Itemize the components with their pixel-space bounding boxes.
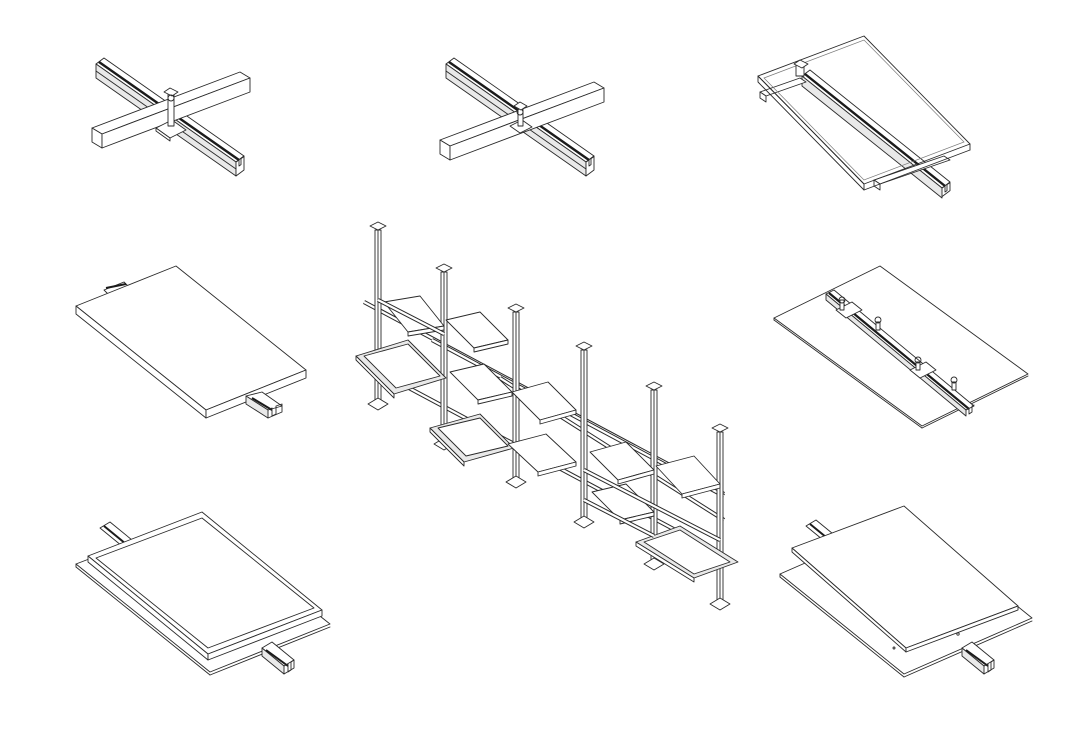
post-4 [573, 341, 595, 529]
post-6 [709, 423, 731, 611]
strut-channel-front [245, 391, 283, 419]
beam-stubs [759, 77, 951, 191]
front-channels [377, 298, 721, 542]
tray-1 [355, 339, 447, 399]
double-panel-on-channel-detail [779, 505, 1033, 678]
clamp-bolt [509, 101, 533, 134]
glass-panel [757, 35, 971, 191]
post-5 [643, 381, 665, 571]
tray-frame [87, 511, 323, 661]
strut-channel [801, 69, 951, 199]
shelf-6 [589, 441, 655, 485]
glass-panel-on-channel-detail [757, 35, 971, 199]
shelf-5 [507, 433, 577, 477]
shelf-3 [449, 363, 513, 405]
channel-brackets [835, 301, 937, 379]
base-panel [773, 265, 1029, 429]
strut-channel-front [961, 641, 995, 675]
solid-shelf-on-channel-detail [75, 265, 307, 419]
shelf-2 [445, 311, 509, 353]
tray-2 [429, 413, 515, 467]
shelf-7 [655, 455, 721, 499]
upper-panel [791, 505, 1019, 653]
channel-cross-clamp-detail [91, 57, 251, 177]
clamp-bolt [155, 87, 187, 142]
channel-cross-bolt-detail [439, 57, 605, 177]
strut-channel-front [261, 641, 295, 675]
tray-3 [635, 525, 739, 583]
clamp-bolt [793, 59, 809, 77]
shelf-4 [511, 381, 577, 425]
horizontal-channels [363, 300, 726, 558]
channel-with-bolts-on-panel-detail [773, 265, 1029, 429]
framed-tray-on-channel-detail [75, 511, 331, 676]
bolts [838, 296, 958, 391]
shelving-system-assembly [355, 221, 739, 611]
shelves [355, 295, 739, 583]
